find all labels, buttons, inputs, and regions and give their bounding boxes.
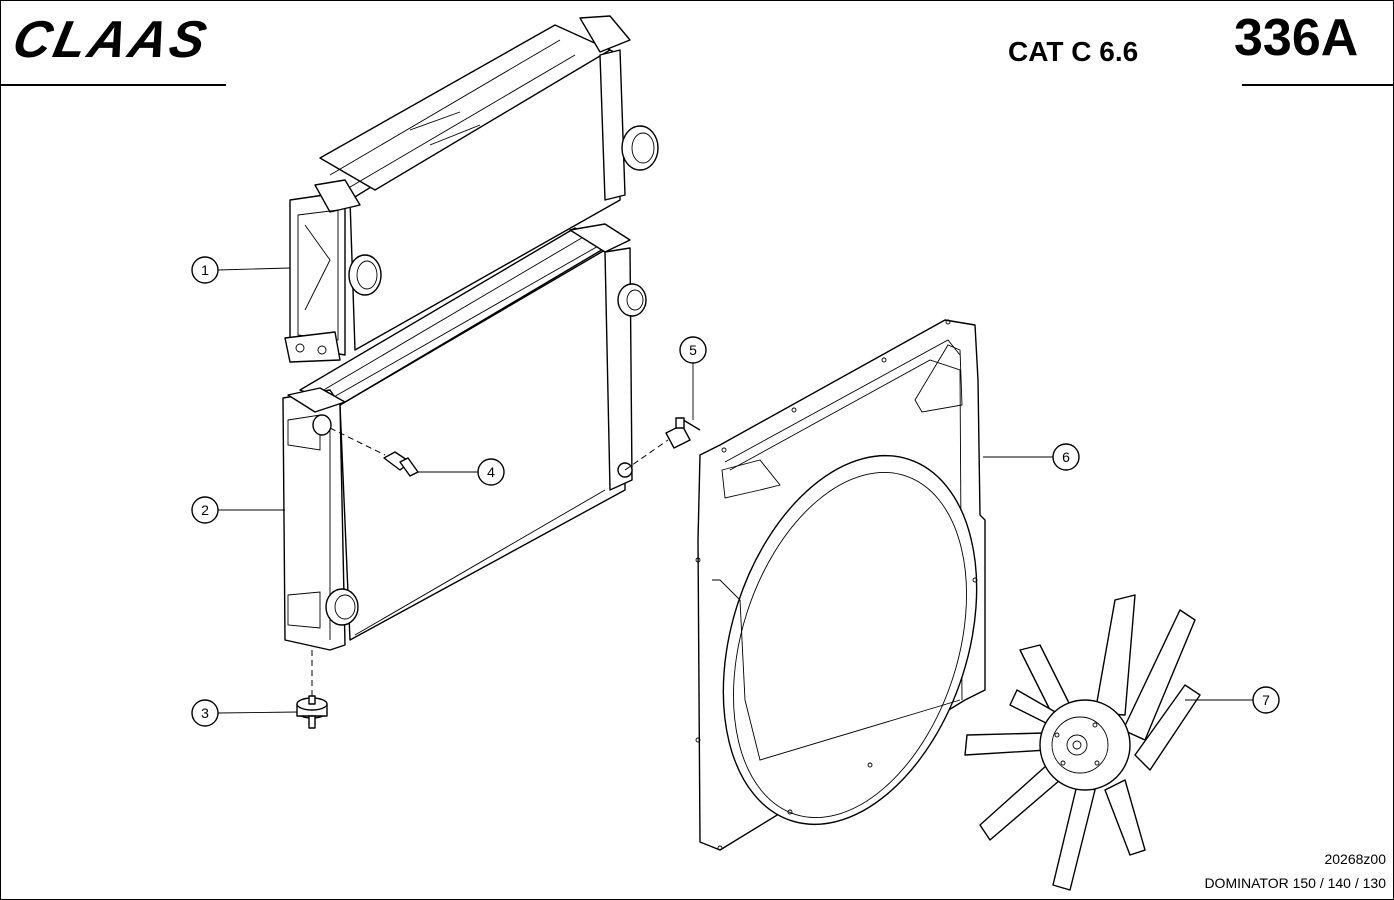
- callout-6-label: 6: [1062, 449, 1070, 465]
- callout-4-label: 4: [487, 464, 495, 480]
- callout-1[interactable]: 1: [191, 256, 291, 284]
- callout-1-label: 1: [201, 262, 209, 278]
- callout-2[interactable]: 2: [191, 496, 285, 524]
- callout-2-label: 2: [201, 502, 209, 518]
- callout-5-label: 5: [689, 342, 697, 358]
- callout-7[interactable]: 7: [1185, 686, 1280, 714]
- callout-7-label: 7: [1262, 692, 1270, 708]
- page-number: 336A: [1234, 9, 1359, 67]
- model-label: DOMINATOR 150 / 140 / 130: [1204, 875, 1386, 891]
- header-rule-left: [0, 84, 226, 86]
- callout-6[interactable]: 6: [983, 443, 1080, 471]
- temperature-sensor: [329, 427, 419, 477]
- fan-shroud: [695, 319, 986, 851]
- callout-4[interactable]: 4: [418, 458, 505, 486]
- callout-3-label: 3: [201, 705, 209, 721]
- callout-5[interactable]: 5: [679, 336, 707, 420]
- cooling-fan: [964, 594, 1201, 891]
- rubber-mount: [296, 650, 328, 729]
- drawing-number: 20268z00: [1324, 851, 1386, 867]
- charge-air-cooler: [284, 15, 659, 363]
- drain-cock: [624, 417, 701, 471]
- engine-label: CAT C 6.6: [1008, 36, 1139, 67]
- radiator: [282, 223, 647, 651]
- callout-3[interactable]: 3: [191, 699, 298, 727]
- header-rule-right: [1242, 84, 1394, 86]
